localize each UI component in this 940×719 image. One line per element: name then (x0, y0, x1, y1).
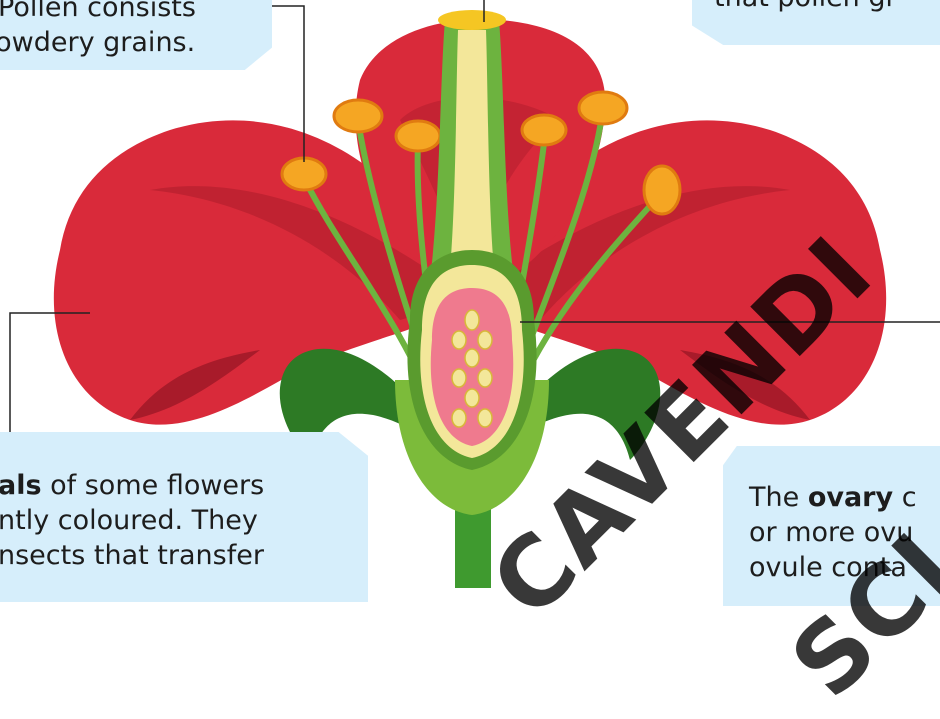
anther (579, 92, 627, 124)
petals-line-2: ntly coloured. They (0, 503, 368, 538)
ovary-line-1: The ovary c (749, 480, 940, 515)
anther (396, 121, 440, 151)
petals-line-3: nsects that transfer (0, 538, 368, 573)
petals-line-1-rest: of some flowers (42, 470, 265, 501)
anther (644, 166, 680, 214)
anther (282, 158, 326, 190)
anther (334, 100, 382, 132)
petals-keyword: als (0, 470, 42, 501)
ovary-keyword: ovary (808, 482, 893, 513)
top-right-line-1: that pollen gr (714, 0, 940, 15)
top-right-label: that pollen gr (692, 0, 940, 45)
ovary-line-1-rest: c (893, 482, 916, 513)
ovary-line-3: ovule conta (749, 550, 940, 585)
ovary-label: The ovary c or more ovu ovule conta (723, 446, 940, 606)
petals-label: als of some flowers ntly coloured. They … (0, 432, 368, 602)
pollen-line-2: powdery grains. (0, 25, 272, 60)
petals-line-1: als of some flowers (0, 468, 368, 503)
pollen-label: Pollen consists powdery grains. (0, 0, 272, 70)
stigma (438, 10, 506, 30)
ovary-line-1-pre: The (749, 482, 808, 513)
pollen-line-1: Pollen consists (0, 0, 272, 25)
anther (522, 115, 566, 145)
ovary-line-2: or more ovu (749, 515, 940, 550)
